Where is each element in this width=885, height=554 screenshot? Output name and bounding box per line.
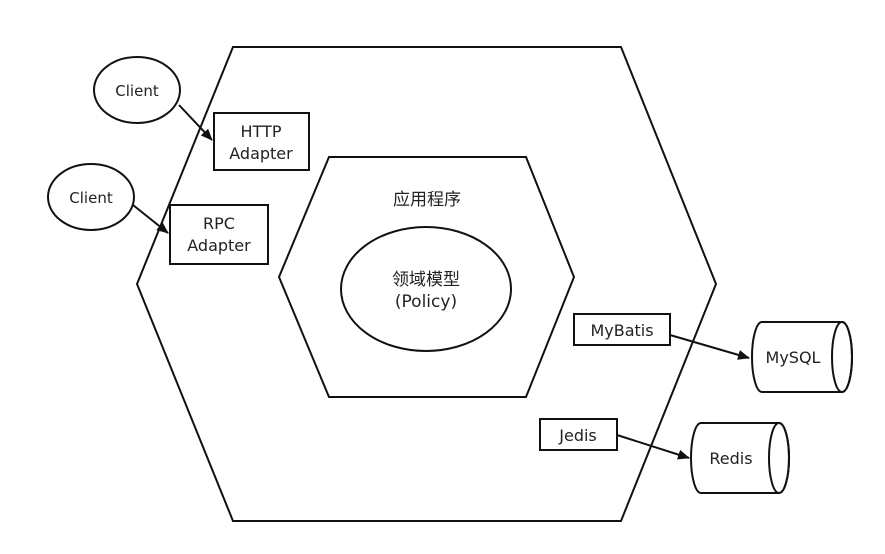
mybatis-adapter-label: MyBatis bbox=[590, 321, 653, 340]
client-label: Client bbox=[115, 82, 159, 100]
client-label: Client bbox=[69, 189, 113, 207]
rpc-adapter-label-line1: RPC bbox=[203, 214, 235, 233]
mysql-database-icon bbox=[751, 321, 853, 393]
client-to-http-arrow bbox=[178, 104, 213, 141]
rpc-adapter-label-line2: Adapter bbox=[187, 236, 251, 255]
http-adapter-box bbox=[213, 112, 310, 171]
domain-model-subtitle: (Policy) bbox=[395, 292, 457, 312]
mysql-label: MySQL bbox=[766, 348, 821, 367]
redis-label: Redis bbox=[709, 449, 752, 468]
jedis-adapter-label: Jedis bbox=[558, 426, 597, 445]
redis-database-icon bbox=[690, 422, 790, 494]
application-label: 应用程序 bbox=[393, 190, 461, 210]
domain-model-ellipse bbox=[340, 226, 512, 352]
client-to-rpc-arrow bbox=[132, 204, 169, 234]
client-node bbox=[47, 163, 135, 231]
jedis-to-redis-arrow bbox=[616, 434, 690, 460]
jedis-adapter-box bbox=[539, 418, 618, 451]
rpc-adapter-box bbox=[169, 204, 269, 265]
mybatis-to-mysql-arrow bbox=[669, 334, 750, 360]
mybatis-adapter-box bbox=[573, 313, 671, 346]
http-adapter-label-line2: Adapter bbox=[229, 144, 293, 163]
http-adapter-label-line1: HTTP bbox=[241, 122, 282, 141]
client-node bbox=[93, 56, 181, 124]
domain-model-title: 领域模型 bbox=[392, 270, 460, 290]
